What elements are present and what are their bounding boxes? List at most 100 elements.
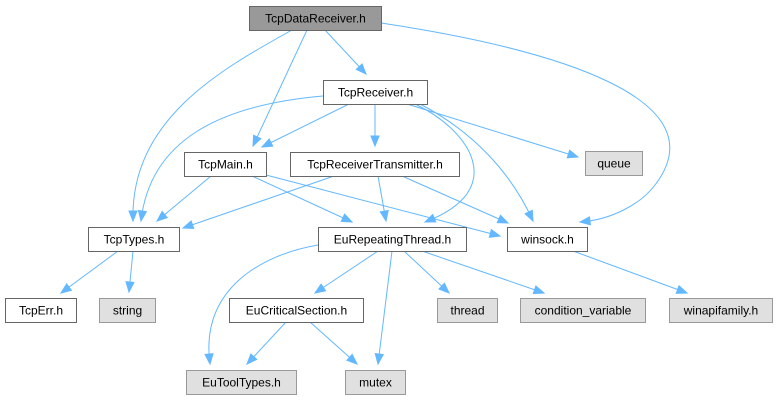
node-box (323, 80, 428, 105)
node-EuToolTypes: EuToolTypes.h (186, 370, 297, 395)
node-box (249, 6, 382, 31)
arrowhead-icon (374, 352, 384, 366)
edges-layer (59, 22, 689, 366)
edge-EuRepeatingThread-to-mutex (374, 250, 393, 366)
arrowhead-icon (260, 138, 274, 148)
node-label: TcpMain.h (198, 158, 253, 172)
node-box (99, 298, 156, 323)
edge-TcpDataReceiver-to-TcpMain (252, 29, 308, 148)
edge-EuRepeatingThread-to-EuToolTypes (204, 244, 319, 366)
edge-line (60, 250, 119, 294)
node-box (437, 298, 498, 323)
edge-line (401, 175, 509, 224)
node-mutex: mutex (345, 370, 406, 395)
edge-line (419, 103, 534, 222)
arrowhead-icon (137, 209, 148, 223)
arrowhead-icon (346, 353, 359, 365)
arrowhead-icon (488, 228, 502, 238)
edge-line (132, 29, 293, 222)
node-TcpDataReceiver[interactable]: TcpDataReceiver.h (249, 6, 382, 31)
arrowhead-icon (128, 210, 138, 223)
edge-TcpDataReceiver-to-TcpTypes (128, 29, 293, 223)
node-label: winapifamily.h (683, 304, 758, 318)
edge-line (251, 175, 353, 223)
edge-TcpReceiver-to-TcpMain (260, 103, 350, 148)
node-string: string (99, 298, 156, 323)
node-EuRepeatingThread[interactable]: EuRepeatingThread.h (318, 227, 467, 252)
node-queue: queue (585, 151, 643, 176)
edge-line (261, 103, 350, 148)
edge-line (309, 321, 358, 365)
edge-TcpMain-to-EuRepeatingThread (251, 175, 354, 223)
edge-line (156, 175, 212, 222)
arrowhead-icon (532, 285, 546, 295)
node-TcpReceiver[interactable]: TcpReceiver.h (323, 80, 428, 105)
node-label: EuToolTypes.h (202, 376, 281, 390)
arrowhead-icon (379, 209, 389, 223)
node-label: EuCriticalSection.h (246, 304, 347, 318)
edge-line (140, 95, 324, 222)
node-label: TcpTypes.h (104, 233, 165, 247)
edge-EuCriticalSection-to-mutex (309, 321, 359, 365)
edge-EuCriticalSection-to-EuToolTypes (246, 321, 287, 365)
arrowhead-icon (524, 209, 534, 223)
edge-line (406, 103, 579, 158)
edge-TcpReceiver-to-TcpReceiverTransmitter (370, 104, 380, 148)
edge-line (314, 250, 379, 294)
node-box (345, 370, 406, 395)
edge-TcpReceiverTransmitter-to-EuRepeatingThread (377, 175, 389, 223)
edge-winsock-to-winapifamily (572, 250, 689, 294)
edge-line (414, 103, 475, 223)
arrowhead-icon (578, 216, 591, 226)
edge-EuRepeatingThread-to-EuCriticalSection (313, 250, 379, 294)
edge-line (380, 22, 671, 223)
node-box (507, 227, 588, 252)
arrowhead-icon (313, 283, 327, 294)
node-box (186, 370, 297, 395)
arrowhead-icon (125, 281, 135, 294)
node-box (318, 227, 467, 252)
edge-TcpReceiverTransmitter-to-winsock (401, 175, 510, 224)
node-EuCriticalSection[interactable]: EuCriticalSection.h (229, 298, 364, 323)
node-label: thread (450, 304, 484, 318)
edge-EuRepeatingThread-to-condition_variable (421, 250, 546, 295)
node-TcpMain[interactable]: TcpMain.h (184, 152, 267, 177)
arrowhead-icon (675, 284, 689, 294)
node-TcpReceiverTransmitter[interactable]: TcpReceiverTransmitter.h (290, 152, 460, 177)
node-box (88, 227, 180, 252)
edge-TcpReceiverTransmitter-to-TcpTypes (181, 175, 335, 230)
arrowhead-icon (246, 353, 258, 365)
node-label: TcpErr.h (19, 304, 63, 318)
edge-TcpReceiver-to-TcpTypes (137, 95, 324, 223)
edge-TcpReceiver-to-queue (406, 103, 580, 159)
node-TcpTypes[interactable]: TcpTypes.h (88, 227, 180, 252)
node-label: string (113, 304, 142, 318)
arrowhead-icon (340, 213, 354, 223)
arrowhead-icon (370, 135, 380, 148)
edge-TcpMain-to-TcpTypes (155, 175, 212, 222)
node-box (290, 152, 460, 177)
node-box (520, 298, 646, 323)
arrowhead-icon (181, 220, 195, 230)
edge-line (421, 250, 545, 294)
edge-TcpDataReceiver-to-winsock (380, 22, 671, 226)
edge-line (182, 175, 335, 229)
arrowhead-icon (59, 282, 73, 294)
arrowhead-icon (252, 134, 262, 148)
edge-EuRepeatingThread-to-thread (403, 250, 450, 294)
node-box (229, 298, 364, 323)
edge-line (572, 250, 688, 294)
arrowhead-icon (204, 353, 214, 366)
node-winsock[interactable]: winsock.h (507, 227, 588, 252)
node-label: EuRepeatingThread.h (334, 233, 451, 247)
edge-TcpTypes-to-string (125, 250, 135, 294)
node-box (184, 152, 267, 177)
edge-TcpDataReceiver-to-TcpReceiver (324, 29, 367, 75)
node-label: TcpReceiverTransmitter.h (307, 158, 443, 172)
edge-line (377, 250, 393, 365)
node-TcpErr[interactable]: TcpErr.h (5, 298, 77, 323)
node-label: winsock.h (520, 233, 574, 247)
